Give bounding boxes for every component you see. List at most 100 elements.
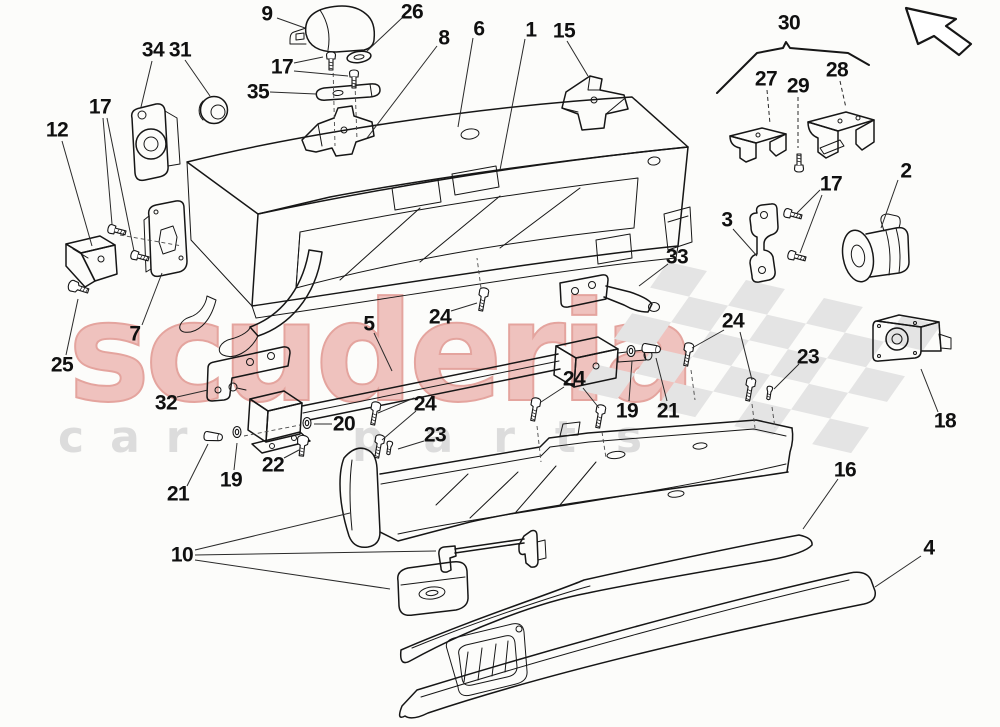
part-number-24[interactable]: 24 [563, 368, 587, 391]
leader-line-26 [365, 16, 404, 53]
leader-line-10 [194, 559, 391, 590]
part-number-21[interactable]: 21 [657, 400, 681, 423]
line-art [65, 5, 952, 719]
axis-lines [119, 65, 776, 463]
part-number-32[interactable]: 32 [155, 392, 178, 415]
lower-trim-panel-part4 [398, 571, 877, 719]
checker-cell [578, 364, 636, 400]
checker-cell [848, 367, 905, 402]
part-number-24[interactable]: 24 [722, 310, 746, 333]
washer-19-icon [232, 425, 242, 439]
part-number-1[interactable]: 1 [525, 19, 538, 42]
watermark-car-text: car [58, 412, 213, 463]
checker-cell [656, 382, 714, 418]
part-number-23[interactable]: 23 [797, 346, 820, 369]
leader-line-17 [293, 56, 324, 64]
part-number-5[interactable]: 5 [363, 313, 376, 336]
part-number-31[interactable]: 31 [169, 39, 193, 62]
part-number-2[interactable]: 2 [900, 160, 912, 183]
part-number-21[interactable]: 21 [167, 483, 191, 506]
leader-line-10 [194, 550, 437, 556]
part-number-19[interactable]: 19 [220, 469, 243, 492]
glovebox-lid [339, 419, 794, 549]
clip-part28 [807, 111, 875, 159]
checker-cell [650, 262, 707, 297]
leader-line-21 [186, 443, 209, 487]
leader-line-1 [499, 38, 526, 171]
washer-20-icon [302, 416, 312, 430]
leader-line-23 [397, 440, 425, 450]
leader-line-19 [628, 360, 633, 402]
part-number-24[interactable]: 24 [414, 393, 438, 416]
part-number-24[interactable]: 24 [429, 306, 453, 329]
part-number-19[interactable]: 19 [616, 400, 639, 423]
part-number-34[interactable]: 34 [142, 39, 166, 62]
part-number-27[interactable]: 27 [755, 68, 778, 91]
bracket-part15 [561, 75, 629, 131]
checker-cell [805, 297, 863, 333]
group-30-brace [716, 41, 870, 94]
leader-line-35 [269, 91, 317, 95]
side-bracket-part34 [130, 103, 181, 182]
leader-line-17 [293, 70, 349, 77]
part-number-10[interactable]: 10 [171, 544, 194, 567]
part-number-9[interactable]: 9 [261, 3, 273, 26]
part-number-3[interactable]: 3 [721, 209, 733, 232]
leader-line-5 [373, 332, 393, 372]
part-number-8[interactable]: 8 [438, 27, 451, 50]
oval-washer-part26 [346, 50, 372, 64]
washer-19-icon [626, 344, 636, 358]
checker-cell [635, 347, 693, 383]
leader-line-24 [540, 386, 565, 403]
checker-cell [734, 400, 792, 436]
part-number-23[interactable]: 23 [424, 424, 447, 447]
leader-line-33 [638, 263, 669, 287]
part-number-28[interactable]: 28 [826, 59, 850, 82]
checker-cell [791, 383, 849, 419]
part-number-25[interactable]: 25 [51, 354, 75, 377]
part-number-35[interactable]: 35 [247, 81, 271, 104]
part-number-17[interactable]: 17 [820, 173, 843, 196]
back-arrow-icon[interactable] [904, 6, 973, 57]
part-number-7[interactable]: 7 [129, 323, 141, 346]
part-number-16[interactable]: 16 [834, 459, 857, 482]
leader-line-18 [920, 368, 939, 413]
part-number-30[interactable]: 30 [778, 12, 801, 35]
part-number-6[interactable]: 6 [473, 18, 485, 41]
part-number-22[interactable]: 22 [262, 454, 285, 477]
bracket-part12 [65, 235, 118, 288]
leader-line-34 [140, 60, 153, 108]
leader-line-31 [184, 59, 211, 97]
leader-line-2 [880, 179, 899, 229]
part-number-17[interactable]: 17 [271, 56, 294, 79]
part-number-33[interactable]: 33 [666, 246, 689, 269]
leader-line-17 [102, 117, 113, 225]
leader-line-6 [457, 37, 474, 128]
part-number-12[interactable]: 12 [46, 119, 69, 142]
leader-line-25 [65, 298, 79, 356]
checker-cell [713, 365, 771, 401]
part-number-17[interactable]: 17 [89, 96, 112, 119]
part-number-20[interactable]: 20 [333, 413, 356, 436]
clip-part27 [729, 127, 787, 163]
part-number-4[interactable]: 4 [923, 537, 936, 560]
leader-line-24 [377, 397, 415, 414]
part-number-18[interactable]: 18 [934, 410, 958, 433]
part-number-29[interactable]: 29 [787, 75, 810, 98]
handle-trim-part10 [396, 560, 469, 617]
leader-line-3 [732, 228, 758, 257]
part-number-26[interactable]: 26 [401, 1, 424, 24]
checker-cell [671, 296, 729, 332]
leader-line-32 [176, 389, 209, 398]
checker-cell [770, 349, 827, 384]
striker-plate-part35 [315, 83, 381, 101]
leader-line-9 [276, 17, 306, 29]
leader-line-4 [874, 555, 922, 588]
leader-line-24 [739, 331, 753, 381]
checker-cell [883, 315, 941, 351]
part-number-15[interactable]: 15 [553, 20, 577, 43]
